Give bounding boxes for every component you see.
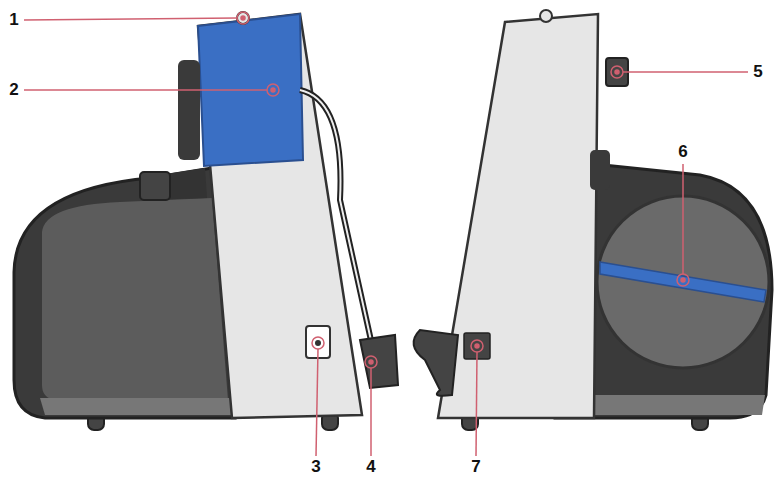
- callout-number: 1: [9, 11, 18, 29]
- leader-lines: [24, 12, 748, 456]
- callout-number: 7: [471, 458, 480, 476]
- callout-number: 4: [366, 458, 375, 476]
- callout-number: 5: [753, 63, 762, 81]
- callout-number: 6: [678, 143, 687, 161]
- callout-number: 2: [9, 81, 18, 99]
- callout-number: 3: [311, 458, 320, 476]
